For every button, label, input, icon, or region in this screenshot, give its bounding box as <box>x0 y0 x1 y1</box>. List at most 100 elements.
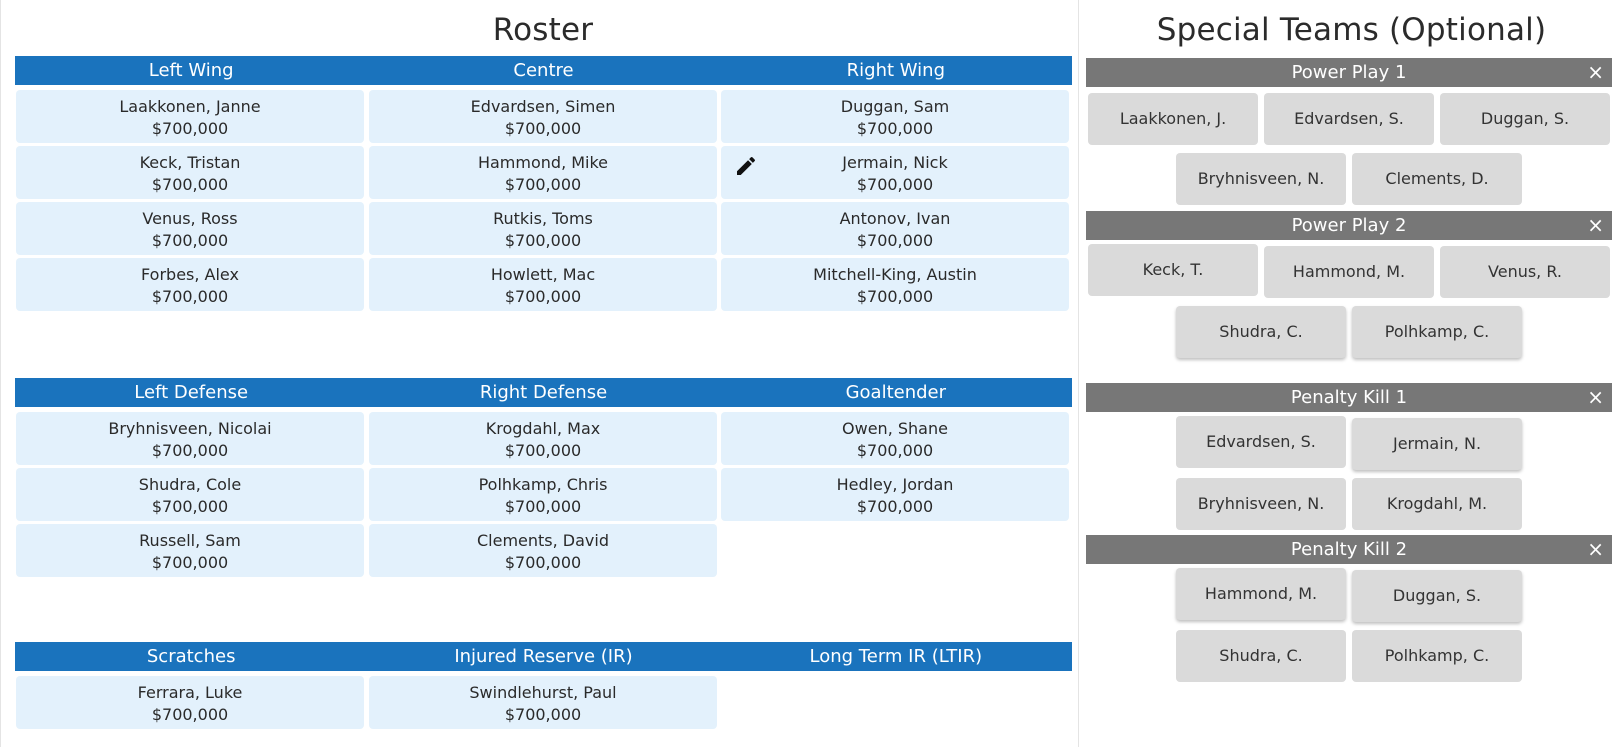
player-card[interactable]: Ferrara, Luke $700,000 <box>16 676 364 729</box>
unit-label: Power Play 1 <box>1291 62 1407 83</box>
panel-divider <box>1078 0 1079 747</box>
player-card[interactable]: Krogdahl, Max$700,000 <box>369 412 717 465</box>
unit-player-chip[interactable]: Polhkamp, C. <box>1352 306 1522 358</box>
unit-player-chip[interactable]: Hammond, M. <box>1176 568 1346 620</box>
player-card[interactable]: Forbes, Alex $700,000 <box>16 258 364 311</box>
player-salary: $700,000 <box>151 441 229 460</box>
player-salary: $700,000 <box>856 441 934 460</box>
player-name: Forbes, Alex <box>141 265 239 284</box>
player-salary: $700,000 <box>856 287 934 306</box>
player-salary: $700,000 <box>504 231 582 250</box>
player-card[interactable]: Venus, Ross$700,000 <box>16 202 364 255</box>
player-salary: $700,000 <box>856 231 934 250</box>
player-salary: $700,000 <box>504 497 582 516</box>
player-card[interactable]: Hedley, Jordan$700,000 <box>721 468 1069 521</box>
close-icon[interactable]: × <box>1587 385 1604 409</box>
special-teams-title: Special Teams (Optional) <box>1156 12 1547 48</box>
ltir-header: Long Term IR (LTIR) <box>809 646 983 667</box>
unit-player-chip[interactable]: Hammond, M. <box>1264 246 1434 298</box>
player-salary: $700,000 <box>504 705 582 724</box>
ir-header: Injured Reserve (IR) <box>454 646 633 667</box>
player-salary: $700,000 <box>151 231 229 250</box>
player-name: Rutkis, Toms <box>493 209 593 228</box>
player-salary: $700,000 <box>504 553 582 572</box>
player-card[interactable]: Russell, Sam $700,000 <box>16 524 364 577</box>
player-card[interactable]: Hammond, Mike$700,000 <box>369 146 717 199</box>
player-card[interactable]: Duggan, Sam $700,000 <box>721 90 1069 143</box>
player-name: Shudra, Cole <box>138 475 242 494</box>
player-card[interactable]: Keck, Tristan$700,000 <box>16 146 364 199</box>
player-name: Polhkamp, Chris <box>478 475 608 494</box>
right-wing-header: Right Wing <box>846 60 945 81</box>
player-card[interactable]: Edvardsen, Simen $700,000 <box>369 90 717 143</box>
unit-player-chip[interactable]: Duggan, S. <box>1440 93 1610 145</box>
unit-player-chip[interactable]: Shudra, C. <box>1176 306 1346 358</box>
special-teams-panel: Special Teams (Optional) Power Play 1 × … <box>1079 0 1624 747</box>
unit-label: Penalty Kill 2 <box>1290 539 1408 560</box>
player-salary: $700,000 <box>151 287 229 306</box>
player-salary: $700,000 <box>151 553 229 572</box>
unit-player-chip[interactable]: Edvardsen, S. <box>1264 93 1434 145</box>
player-salary: $700,000 <box>856 175 934 194</box>
player-name: Owen, Shane <box>842 419 948 438</box>
player-name: Jermain, Nick <box>842 153 948 172</box>
player-name: Krogdahl, Max <box>485 419 601 438</box>
player-card[interactable]: Laakkonen, Janne $700,000 <box>16 90 364 143</box>
player-salary: $700,000 <box>504 119 582 138</box>
close-icon[interactable]: × <box>1587 537 1604 561</box>
player-card[interactable]: Swindlehurst, Paul $700,000 <box>369 676 717 729</box>
unit-player-chip[interactable]: Bryhnisveen, N. <box>1176 478 1346 530</box>
pencil-icon[interactable] <box>734 154 758 178</box>
left-wing-header: Left Wing <box>148 60 234 81</box>
player-card[interactable]: Shudra, Cole$700,000 <box>16 468 364 521</box>
unit-player-chip[interactable]: Edvardsen, S. <box>1176 416 1346 468</box>
player-name: Edvardsen, Simen <box>470 97 616 116</box>
unit-player-chip[interactable]: Keck, T. <box>1088 244 1258 296</box>
unit-player-chip[interactable]: Laakkonen, J. <box>1088 93 1258 145</box>
unit-player-chip[interactable]: Jermain, N. <box>1352 418 1522 470</box>
player-name: Swindlehurst, Paul <box>469 683 617 702</box>
player-name: Duggan, Sam <box>840 97 950 116</box>
unit-player-chip[interactable]: Bryhnisveen, N. <box>1176 153 1346 205</box>
unit-header-penalty-kill-1: Penalty Kill 1 × <box>1086 383 1612 412</box>
player-card[interactable]: Polhkamp, Chris $700,000 <box>369 468 717 521</box>
player-card[interactable]: Clements, David $700,000 <box>369 524 717 577</box>
player-name: Ferrara, Luke <box>137 683 243 702</box>
roster-title: Roster <box>492 12 594 48</box>
player-salary: $700,000 <box>856 119 934 138</box>
player-card[interactable]: Antonov, Ivan $700,000 <box>721 202 1069 255</box>
goaltender-header: Goaltender <box>845 382 947 403</box>
player-name: Laakkonen, Janne <box>119 97 261 116</box>
unit-header-power-play-2: Power Play 2 × <box>1086 211 1612 240</box>
player-salary: $700,000 <box>504 287 582 306</box>
player-name: Hammond, Mike <box>477 153 609 172</box>
player-name: Bryhnisveen, Nicolai <box>108 419 272 438</box>
scratches-header: Scratches <box>146 646 236 667</box>
close-icon[interactable]: × <box>1587 213 1604 237</box>
player-name: Antonov, Ivan <box>839 209 951 228</box>
player-card[interactable]: Mitchell-King, Austin$700,000 <box>721 258 1069 311</box>
player-card[interactable]: Owen, Shane $700,000 <box>721 412 1069 465</box>
player-card[interactable]: Howlett, Mac$700,000 <box>369 258 717 311</box>
close-icon[interactable]: × <box>1587 60 1604 84</box>
unit-player-chip[interactable]: Shudra, C. <box>1176 630 1346 682</box>
player-name: Russell, Sam <box>139 531 241 550</box>
player-salary: $700,000 <box>151 705 229 724</box>
unit-header-penalty-kill-2: Penalty Kill 2 × <box>1086 535 1612 564</box>
unit-player-chip[interactable]: Krogdahl, M. <box>1352 478 1522 530</box>
unit-player-chip[interactable]: Venus, R. <box>1440 246 1610 298</box>
player-card[interactable]: Rutkis, Toms $700,000 <box>369 202 717 255</box>
player-salary: $700,000 <box>151 175 229 194</box>
unit-label: Power Play 2 <box>1291 215 1407 236</box>
unit-player-chip[interactable]: Clements, D. <box>1352 153 1522 205</box>
player-name: Clements, David <box>476 531 609 550</box>
player-card[interactable]: Bryhnisveen, Nicolai $700,000 <box>16 412 364 465</box>
player-salary: $700,000 <box>856 497 934 516</box>
player-salary: $700,000 <box>151 119 229 138</box>
right-defense-header: Right Defense <box>479 382 608 403</box>
unit-player-chip[interactable]: Duggan, S. <box>1352 570 1522 622</box>
forwards-header-bar: Left Wing Centre Right Wing <box>15 56 1072 85</box>
player-card[interactable]: Jermain, Nick $700,000 <box>721 146 1069 199</box>
roster-panel: Roster Left Wing Centre Right Wing Laakk… <box>0 0 1072 747</box>
unit-player-chip[interactable]: Polhkamp, C. <box>1352 630 1522 682</box>
